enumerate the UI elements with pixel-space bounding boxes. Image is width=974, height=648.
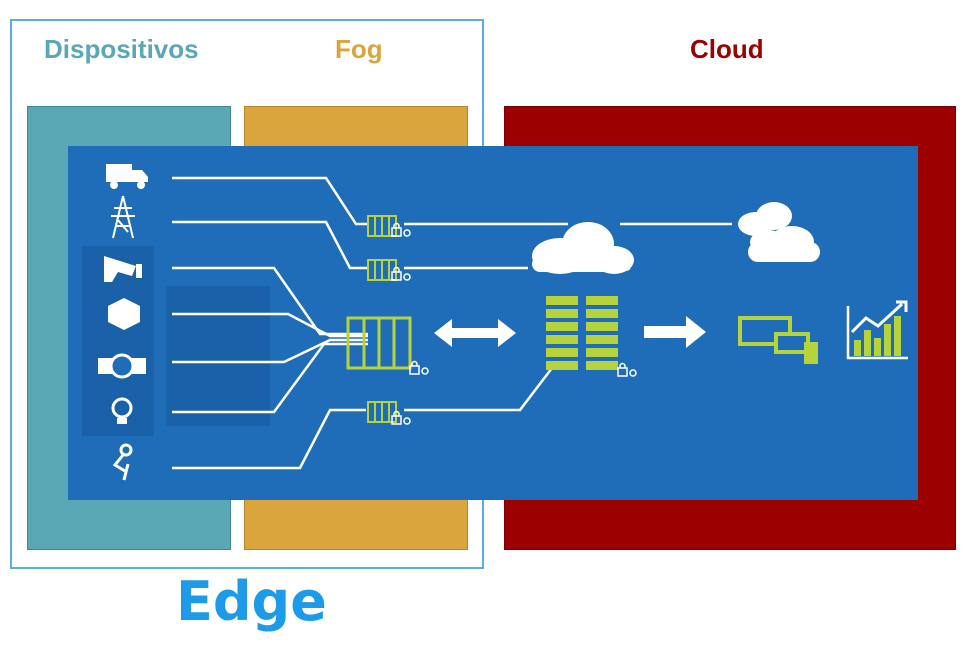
background-grid (82, 246, 270, 436)
growth-chart-icon (846, 300, 908, 360)
devices-label: Dispositivos (44, 34, 199, 64)
connection-lines (172, 176, 732, 470)
monitor-devices-icon (738, 316, 818, 364)
power-tower-icon (111, 195, 135, 239)
robot-arm-icon (112, 443, 133, 481)
server-rack-icon (546, 296, 618, 370)
building-icon (108, 298, 140, 330)
main-gateway-icon (346, 316, 412, 370)
iot-architecture-panel (68, 146, 918, 500)
cloud-label: Cloud (690, 34, 764, 64)
cloud-icon (532, 222, 634, 274)
lightbulb-icon (111, 397, 133, 424)
truck-icon (106, 164, 148, 189)
fog-label: Fog (335, 34, 383, 64)
bidirectional-arrow (434, 319, 516, 347)
edge-label: Edge (176, 570, 327, 633)
security-camera-icon (104, 256, 142, 282)
right-arrow (644, 316, 706, 348)
cloud-icon (738, 202, 820, 262)
valve-meter-icon (98, 353, 146, 379)
